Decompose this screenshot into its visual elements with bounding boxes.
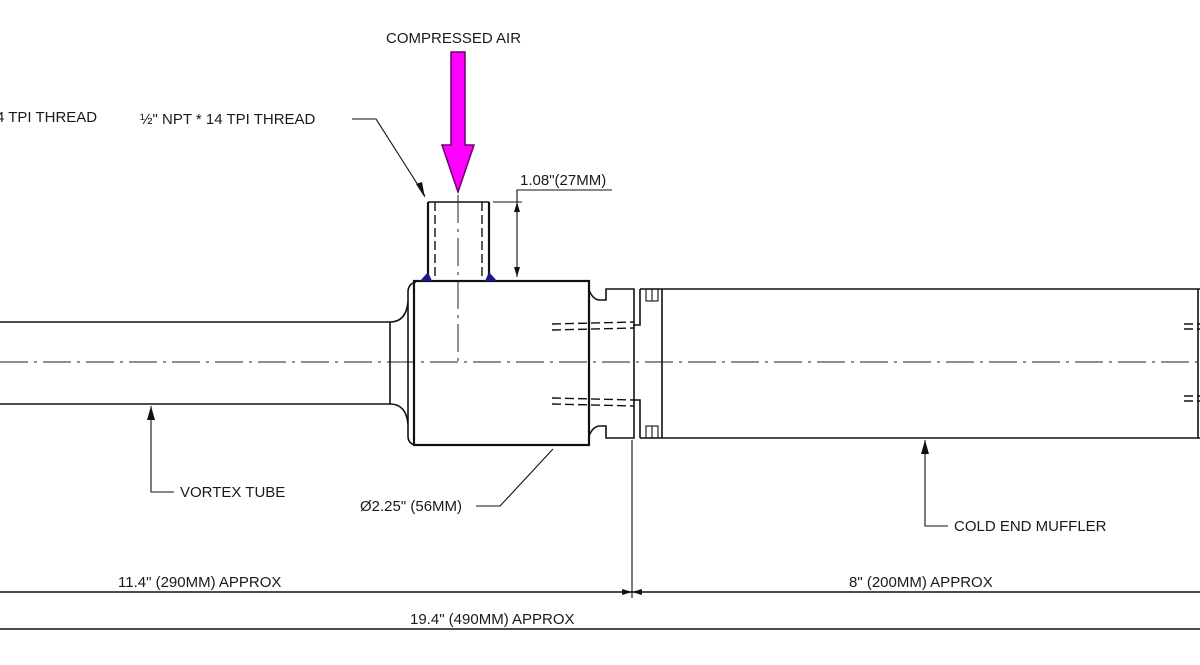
inlet-thread-fraction: ½ [140,111,153,128]
weld-right [485,272,497,281]
cold-end-muffler [640,288,1200,439]
body-flange [407,281,417,446]
muffler-leader [921,440,948,527]
left-length-label: 11.4" (290MM) APPROX [118,574,281,591]
inlet-height-dimension [493,189,612,277]
length-dimensions [0,440,1200,630]
left-thread-label: 4 TPI THREAD [0,109,97,126]
body-diameter-leader [476,448,554,507]
total-length-label: 19.4" (490MM) APPROX [410,611,575,628]
air-inlet-nipple [420,195,497,362]
vortex-tube-leader [147,406,174,493]
compressed-air-label: COMPRESSED AIR [386,30,521,47]
generator-body [412,279,591,447]
vortex-tube-label: VORTEX TUBE [180,484,285,501]
inlet-thread-label: " NPT * 14 TPI THREAD [153,111,316,128]
body-diameter-label: Ø2.25" (56MM) [360,498,462,515]
muffler-label: COLD END MUFFLER [954,518,1107,535]
weld-left [420,272,432,281]
inlet-thread-callout: ½" NPT * 14 TPI THREAD [140,111,316,128]
coupling [551,288,659,439]
vortex-tube [0,301,409,425]
inlet-height-label: 1.08"(27MM) [520,172,606,189]
right-length-label: 8" (200MM) APPROX [849,574,993,591]
compressed-air-arrow-icon [440,51,476,195]
inlet-thread-leader [352,118,426,198]
